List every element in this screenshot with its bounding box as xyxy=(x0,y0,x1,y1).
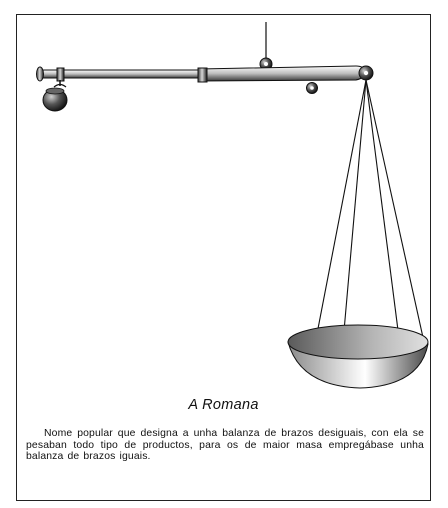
end-ring xyxy=(358,65,374,81)
lower-hook xyxy=(306,82,318,94)
figure-title: A Romana xyxy=(188,397,259,413)
figure-frame xyxy=(16,14,431,501)
steelyard-thin-arm xyxy=(40,69,202,79)
steelyard-illustration xyxy=(36,22,429,389)
counterweight xyxy=(42,67,68,112)
arm-end-cap xyxy=(36,66,44,82)
pan-strings xyxy=(315,79,425,355)
figure-description: Nome popular que designa a unha balanza … xyxy=(26,428,424,462)
weighing-pan xyxy=(287,324,429,389)
steelyard-thick-beam xyxy=(198,65,367,82)
